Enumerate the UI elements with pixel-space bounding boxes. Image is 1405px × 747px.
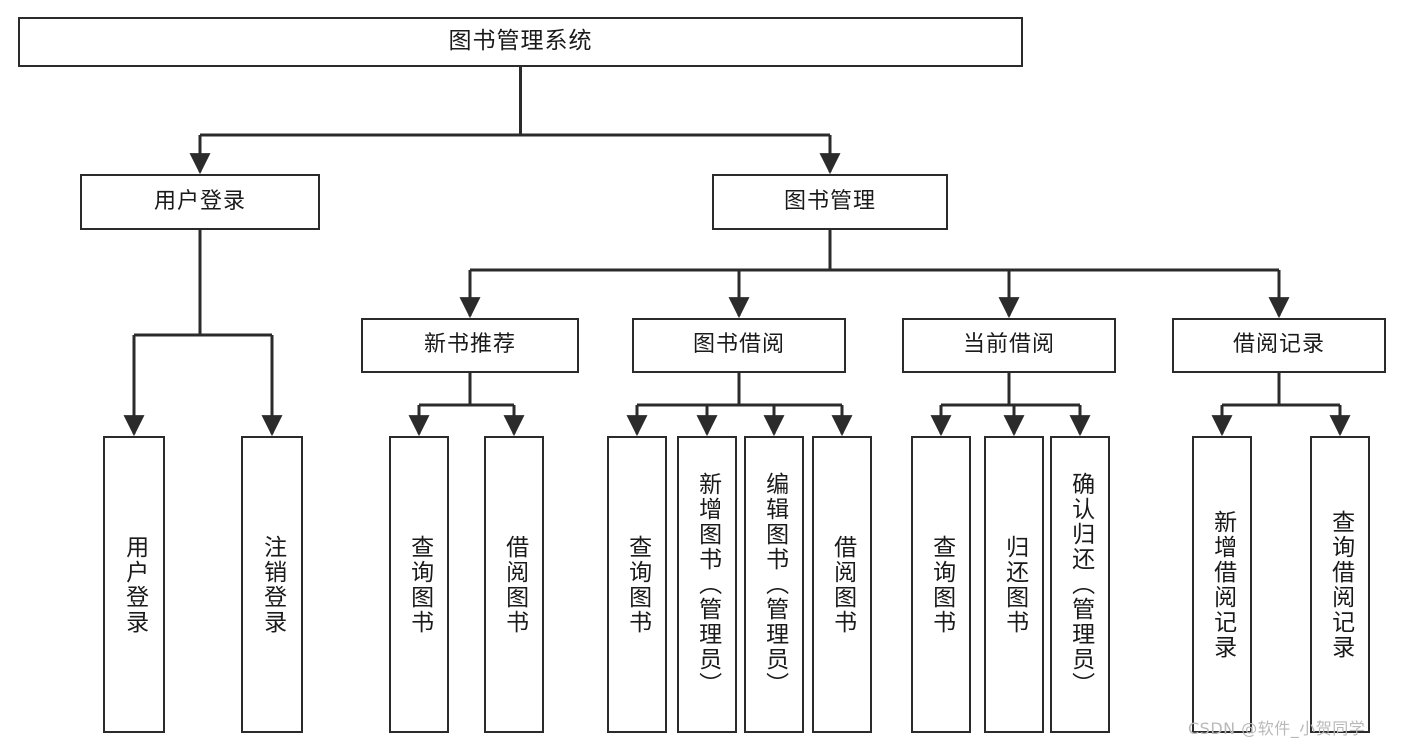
node-label: 新书推荐 [423,332,516,358]
node-label: 图书管理 [783,188,876,214]
node-label: 编辑图书（管理员） [761,472,788,697]
node-label: 查询图书 [406,534,433,635]
node-leaf-add-record[interactable]: 新增借阅记录 [1192,436,1252,733]
node-leaf-edit-book[interactable]: 编辑图书（管理员） [744,436,804,733]
node-label: 图书管理系统 [448,28,593,55]
node-label: 用户登录 [121,534,148,635]
node-leaf-query-record[interactable]: 查询借阅记录 [1310,436,1370,733]
node-label: 用户登录 [153,188,246,214]
node-book-manage[interactable]: 图书管理 [712,174,948,230]
node-current-borrow[interactable]: 当前借阅 [902,318,1116,373]
node-leaf-query-book-2[interactable]: 查询图书 [607,436,667,733]
node-leaf-borrow-book-1[interactable]: 借阅图书 [484,436,544,733]
node-leaf-add-book[interactable]: 新增图书（管理员） [677,436,737,733]
node-label: 查询借阅记录 [1327,509,1354,660]
node-label: 新增借阅记录 [1209,509,1236,660]
node-label: 借阅记录 [1232,332,1325,358]
node-new-book-rec[interactable]: 新书推荐 [361,318,579,373]
node-leaf-return-book[interactable]: 归还图书 [984,436,1044,733]
node-label: 查询图书 [928,534,955,635]
node-leaf-query-book-3[interactable]: 查询图书 [911,436,971,733]
node-leaf-query-book-1[interactable]: 查询图书 [389,436,449,733]
node-label: 借阅图书 [501,534,528,635]
node-label: 查询图书 [624,534,651,635]
node-root[interactable]: 图书管理系统 [18,17,1023,67]
node-label: 确认归还（管理员） [1067,472,1094,697]
node-borrow-record[interactable]: 借阅记录 [1172,318,1386,373]
node-user-login[interactable]: 用户登录 [80,174,320,230]
node-book-borrow[interactable]: 图书借阅 [632,318,846,373]
node-label: 新增图书（管理员） [694,472,721,697]
node-label: 当前借阅 [962,332,1055,358]
node-label: 注销登录 [259,534,286,635]
watermark-text: CSDN @软件_小贺同学 [1188,719,1366,738]
node-leaf-user-login[interactable]: 用户登录 [103,436,165,733]
node-label: 图书借阅 [692,332,785,358]
node-leaf-borrow-book-2[interactable]: 借阅图书 [812,436,872,733]
node-leaf-user-logout[interactable]: 注销登录 [241,436,303,733]
node-leaf-confirm-return[interactable]: 确认归还（管理员） [1050,436,1110,733]
node-label: 借阅图书 [829,534,856,635]
node-label: 归还图书 [1001,534,1028,635]
